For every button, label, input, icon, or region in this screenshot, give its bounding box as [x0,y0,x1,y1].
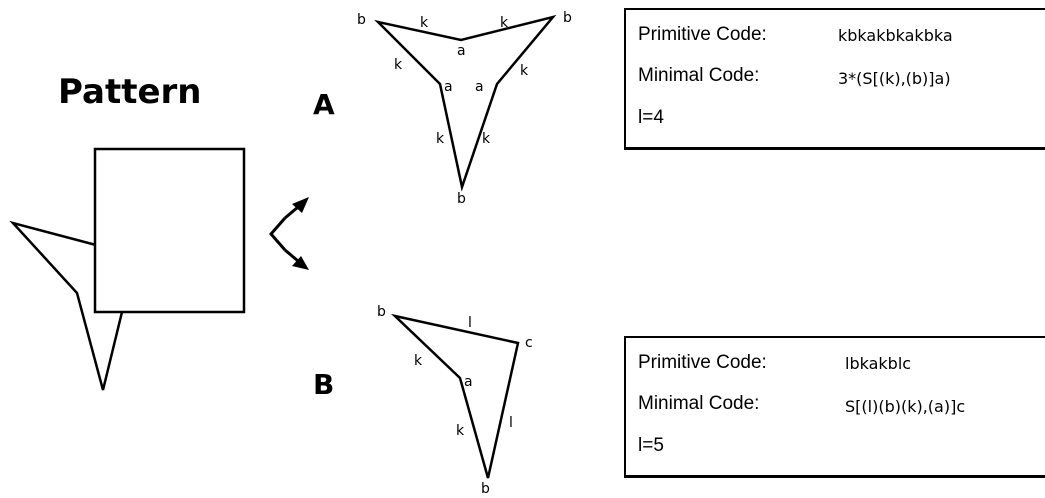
edge-label: k [500,15,509,31]
vertex-label: b [357,12,366,28]
option-a-shape [374,14,557,192]
option-b-code-box: Primitive Code: lbkakblc Minimal Code: S… [624,336,1045,478]
edge-label: k [520,63,529,79]
edge-label: k [456,423,465,439]
option-a-vertex-labels: b b a a a b [357,10,572,207]
primitive-code-label: Primitive Code: [638,24,767,45]
vertex-label: a [475,79,484,95]
vertex-label: b [563,10,572,26]
length-value: l=5 [638,435,664,456]
option-a-label: A [313,88,335,121]
vertex-label: b [377,304,386,320]
arrows-icon [269,197,309,270]
minimal-code-value: S[(l)(b)(k),(a)]c [845,397,966,416]
pattern-title: Pattern [58,72,202,112]
vertex-label: a [444,79,453,95]
primitive-code-value: lbkakblc [845,354,912,373]
edge-label: k [394,57,403,73]
vertex-label: a [457,43,466,59]
length-value: l=4 [638,107,664,128]
edge-label: l [468,315,472,331]
edge-label: k [436,131,445,147]
option-b-vertex-labels: b c a b [377,304,533,497]
pattern-shape-outline [9,220,124,391]
option-b-edge-labels: l k k l [414,315,513,439]
minimal-code-value: 3*(S[(k),(b)]a) [838,69,951,88]
vertex-label: b [457,191,466,207]
vertex-label: b [481,481,490,497]
option-a-code-box: Primitive Code: kbkakbkakbka Minimal Cod… [624,8,1045,150]
minimal-code-label: Minimal Code: [638,65,760,86]
pattern-occluder-square [93,147,246,314]
option-a-edge-labels: k k k k k k [394,15,529,147]
primitive-code-label: Primitive Code: [638,352,767,373]
edge-label: k [414,353,423,369]
vertex-label: c [525,335,533,351]
option-b-label: B [313,368,335,401]
edge-label: l [509,415,513,431]
edge-label: k [482,131,491,147]
vertex-label: a [464,374,473,390]
edge-label: k [420,15,429,31]
primitive-code-value: kbkakbkakbka [838,26,953,45]
option-b-shape [390,313,520,479]
minimal-code-label: Minimal Code: [638,393,760,414]
